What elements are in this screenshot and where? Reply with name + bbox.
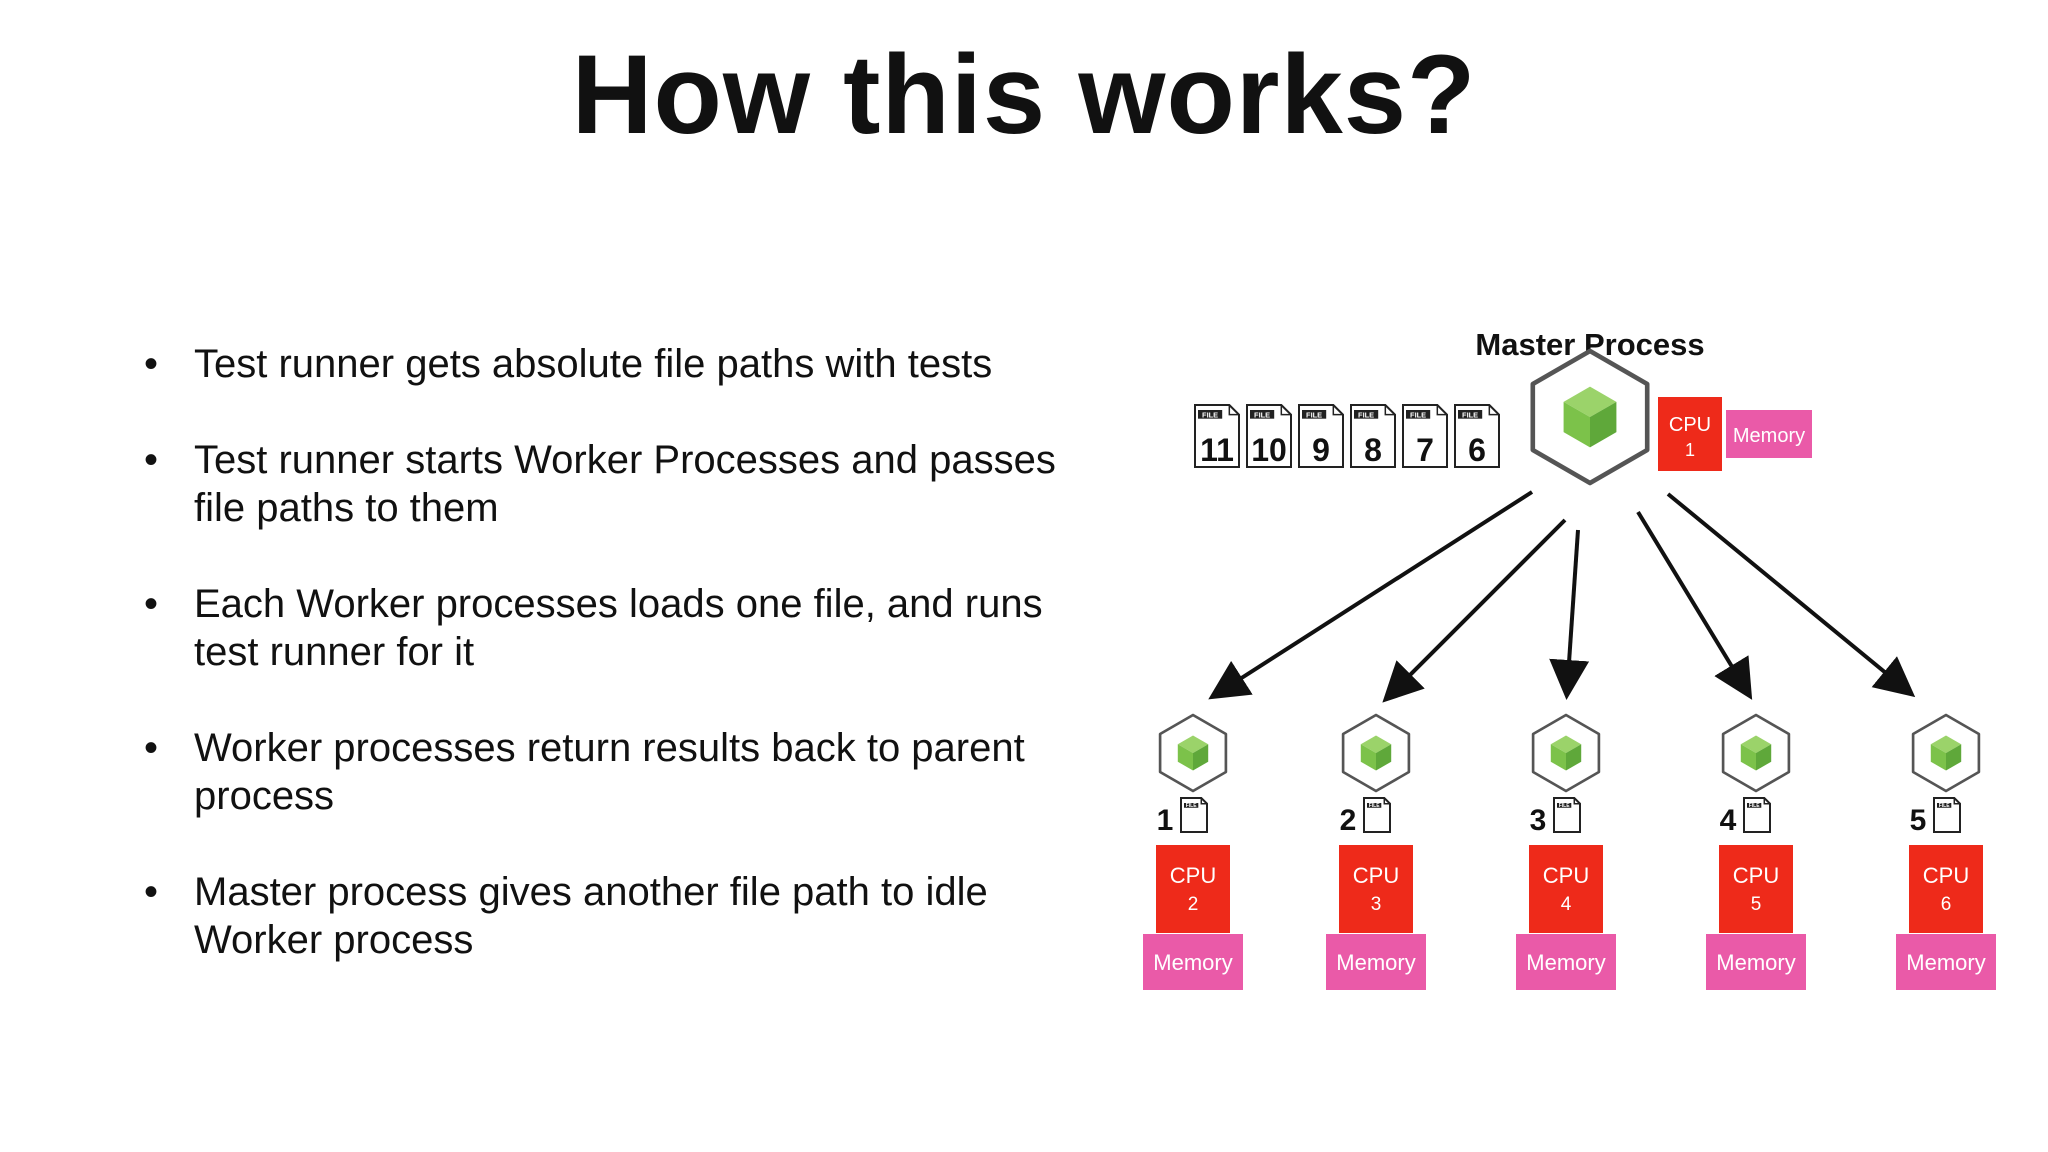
file-icon-text: FILE [1306,410,1322,419]
memory-label: Memory [1526,950,1605,975]
file-number: 9 [1312,432,1330,468]
nodejs-icon [1721,713,1791,793]
slide-title: How this works? [571,32,1477,157]
file-number: 6 [1468,432,1486,468]
memory-box [1326,934,1426,990]
master-node [1530,348,1650,486]
file-number: 8 [1364,432,1382,468]
file-queue: FILE 11 FILE 10 FILE 9 FILE 8 FILE 7 FILE 6 [1194,404,1500,468]
worker-file-number: 3 [1530,804,1547,837]
file-icon: FILE [1933,797,1961,833]
nodejs-icon [1531,713,1601,793]
memory-label: Memory [1716,950,1795,975]
bullet-list: Test runner gets absolute file paths wit… [140,340,1080,1012]
cpu-label: CPU [1923,863,1969,888]
cpu-box [1529,845,1603,933]
cpu-label: CPU [1543,863,1589,888]
cpu-label: CPU [1733,863,1779,888]
memory-box [1896,934,1996,990]
cpu-box [1719,845,1793,933]
arrows [1208,490,1916,703]
worker-file-number: 5 [1910,804,1927,837]
cpu-label: CPU [1170,863,1216,888]
file-icon-text: FILE [1939,803,1950,809]
file-icon: FILE [1180,797,1208,833]
memory-label: Memory [1153,950,1232,975]
arrow [1549,529,1590,700]
worker-file-number: 2 [1340,804,1357,837]
master-cpu-box [1658,397,1722,471]
bullet-item: Test runner starts Worker Processes and … [140,436,1080,532]
worker-file-number: 4 [1720,804,1737,837]
file-icon: FILE 8 [1350,404,1396,468]
master-memory-label: Memory [1733,425,1805,447]
cpu-number: 2 [1188,894,1199,915]
file-icon: FILE [1553,797,1581,833]
memory-label: Memory [1906,950,1985,975]
master-cpu-number: 1 [1685,440,1695,460]
arrow [1636,510,1753,700]
file-icon-text: FILE [1462,410,1478,419]
file-icon-text: FILE [1202,410,1218,419]
bullet-item: Master process gives another file path t… [140,868,1080,964]
nodejs-icon [1911,713,1981,793]
bullet-item: Worker processes return results back to … [140,724,1080,820]
file-icon: FILE 9 [1298,404,1344,468]
file-icon-text: FILE [1369,803,1380,809]
file-icon: FILE 6 [1454,404,1500,468]
cpu-number: 4 [1561,894,1572,915]
cpu-box [1156,845,1230,933]
nodejs-icon [1530,348,1650,486]
bullet-item: Each Worker processes loads one file, an… [140,580,1080,676]
bullet-item: Test runner gets absolute file paths wit… [140,340,1080,388]
memory-box [1143,934,1243,990]
file-icon-text: FILE [1358,410,1374,419]
arrow [1382,518,1567,703]
file-icon-text: FILE [1410,410,1426,419]
file-icon: FILE 10 [1246,404,1292,468]
cpu-number: 6 [1941,894,1952,915]
file-icon: FILE 11 [1194,404,1240,468]
cpu-number: 3 [1371,894,1382,915]
file-number: 11 [1200,432,1234,468]
cpu-box [1909,845,1983,933]
file-icon: FILE 7 [1402,404,1448,468]
file-number: 7 [1416,432,1434,468]
file-icon-text: FILE [1749,803,1760,809]
memory-box [1516,934,1616,990]
memory-box [1706,934,1806,990]
file-icon: FILE [1363,797,1391,833]
master-memory-box [1726,410,1812,458]
file-number: 10 [1251,432,1287,468]
file-icon-text: FILE [1559,803,1570,809]
arrow [1208,490,1534,700]
worker-file-number: 1 [1157,804,1174,837]
memory-label: Memory [1336,950,1415,975]
master-cpu-label: CPU [1669,414,1711,436]
cpu-box [1339,845,1413,933]
file-icon: FILE [1743,797,1771,833]
file-icon-text: FILE [1254,410,1270,419]
file-icon-text: FILE [1186,803,1197,809]
nodejs-icon [1341,713,1411,793]
arrow [1666,492,1916,698]
nodejs-icon [1158,713,1228,793]
cpu-number: 5 [1751,894,1762,915]
cpu-label: CPU [1353,863,1399,888]
